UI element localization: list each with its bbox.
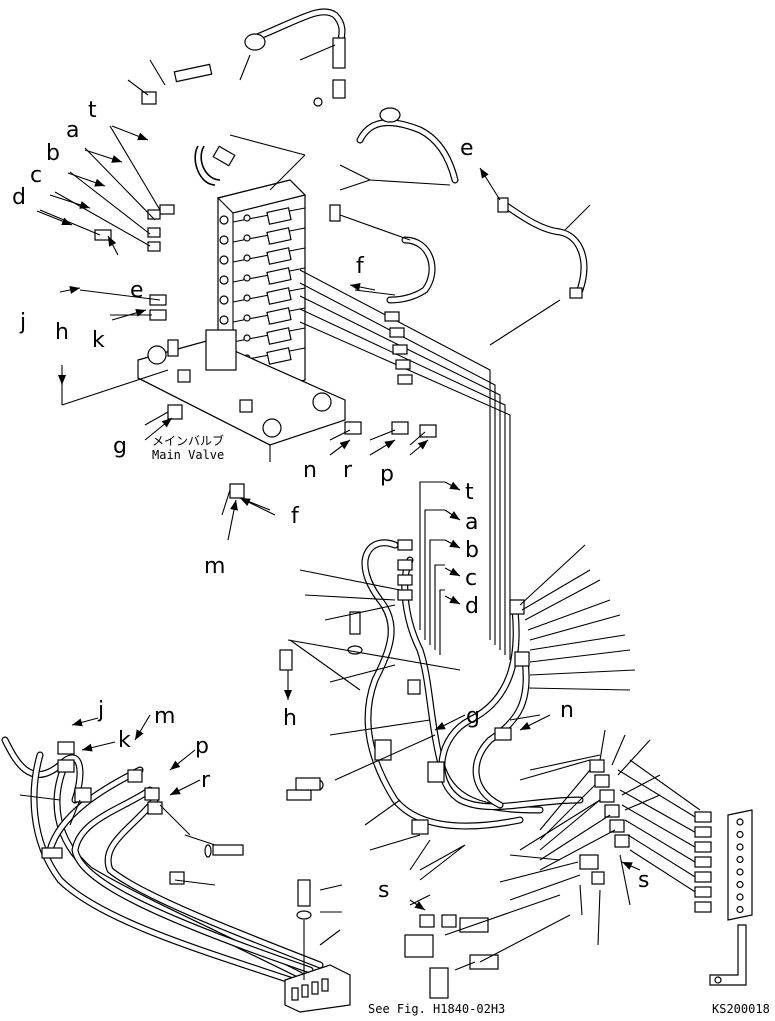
label-j-lower: j	[98, 698, 105, 723]
right-manifold	[499, 729, 661, 946]
label-d-middle: d	[465, 594, 479, 619]
main-valve-block	[137, 179, 346, 462]
label-m-upper: m	[204, 554, 226, 579]
label-k-upper: k	[92, 328, 105, 353]
label-m-lower: m	[154, 704, 176, 729]
leaders-middle	[287, 481, 541, 881]
label-k-lower: k	[118, 728, 131, 753]
label-a-middle: a	[465, 510, 479, 535]
main-valve-label-en: Main Valve	[152, 448, 225, 462]
label-e-left: e	[130, 278, 144, 303]
label-h-upper: h	[55, 320, 69, 345]
label-h-middle: h	[283, 706, 297, 731]
label-f-upper: f	[356, 254, 364, 279]
label-p-upper: p	[380, 462, 394, 487]
label-t-middle: t	[465, 480, 474, 505]
middle-hose-assembly	[279, 539, 584, 835]
label-a-upper: a	[66, 118, 80, 143]
label-s-right: s	[638, 868, 650, 893]
block-g	[167, 404, 183, 420]
label-p-lower: p	[195, 734, 209, 759]
right-tubes	[617, 759, 701, 896]
label-e-right: e	[460, 136, 474, 161]
bolt-middle	[295, 777, 321, 791]
bottom-left-hose-assembly	[1, 736, 351, 1013]
terminal-strip	[709, 809, 753, 986]
label-g-middle: g	[466, 704, 480, 729]
label-r-upper: r	[343, 458, 353, 483]
bottom-center-blocks	[404, 894, 571, 999]
label-c-upper: c	[30, 163, 43, 188]
label-c-middle: c	[465, 566, 478, 591]
small-fitting-1	[332, 79, 346, 99]
pipe-clamp-ring	[244, 33, 266, 51]
see-figure-reference: See Fig. H1840-02H3	[368, 1002, 506, 1016]
pipe-fitting-top	[332, 37, 346, 69]
label-g-upper: g	[113, 434, 127, 459]
label-s-left: s	[378, 878, 390, 903]
label-n-upper: n	[303, 458, 317, 483]
drawing-id: KS200018	[712, 1002, 770, 1016]
valve-left-fittings	[94, 204, 175, 321]
bolt-upper	[173, 63, 213, 83]
leaders-right	[519, 544, 636, 691]
label-f-lower: f	[291, 504, 299, 529]
label-t-upper: t	[88, 98, 97, 123]
label-j-upper: j	[20, 310, 27, 335]
tube-bundle-right	[299, 269, 561, 660]
label-b-upper: b	[46, 141, 60, 166]
main-valve-label-jp: メインバルブ	[152, 434, 225, 448]
label-d-upper: d	[12, 185, 26, 210]
nut-upper	[141, 91, 157, 105]
label-n-middle: n	[560, 698, 574, 723]
label-r-lower: r	[201, 768, 211, 793]
label-b-middle: b	[465, 538, 479, 563]
